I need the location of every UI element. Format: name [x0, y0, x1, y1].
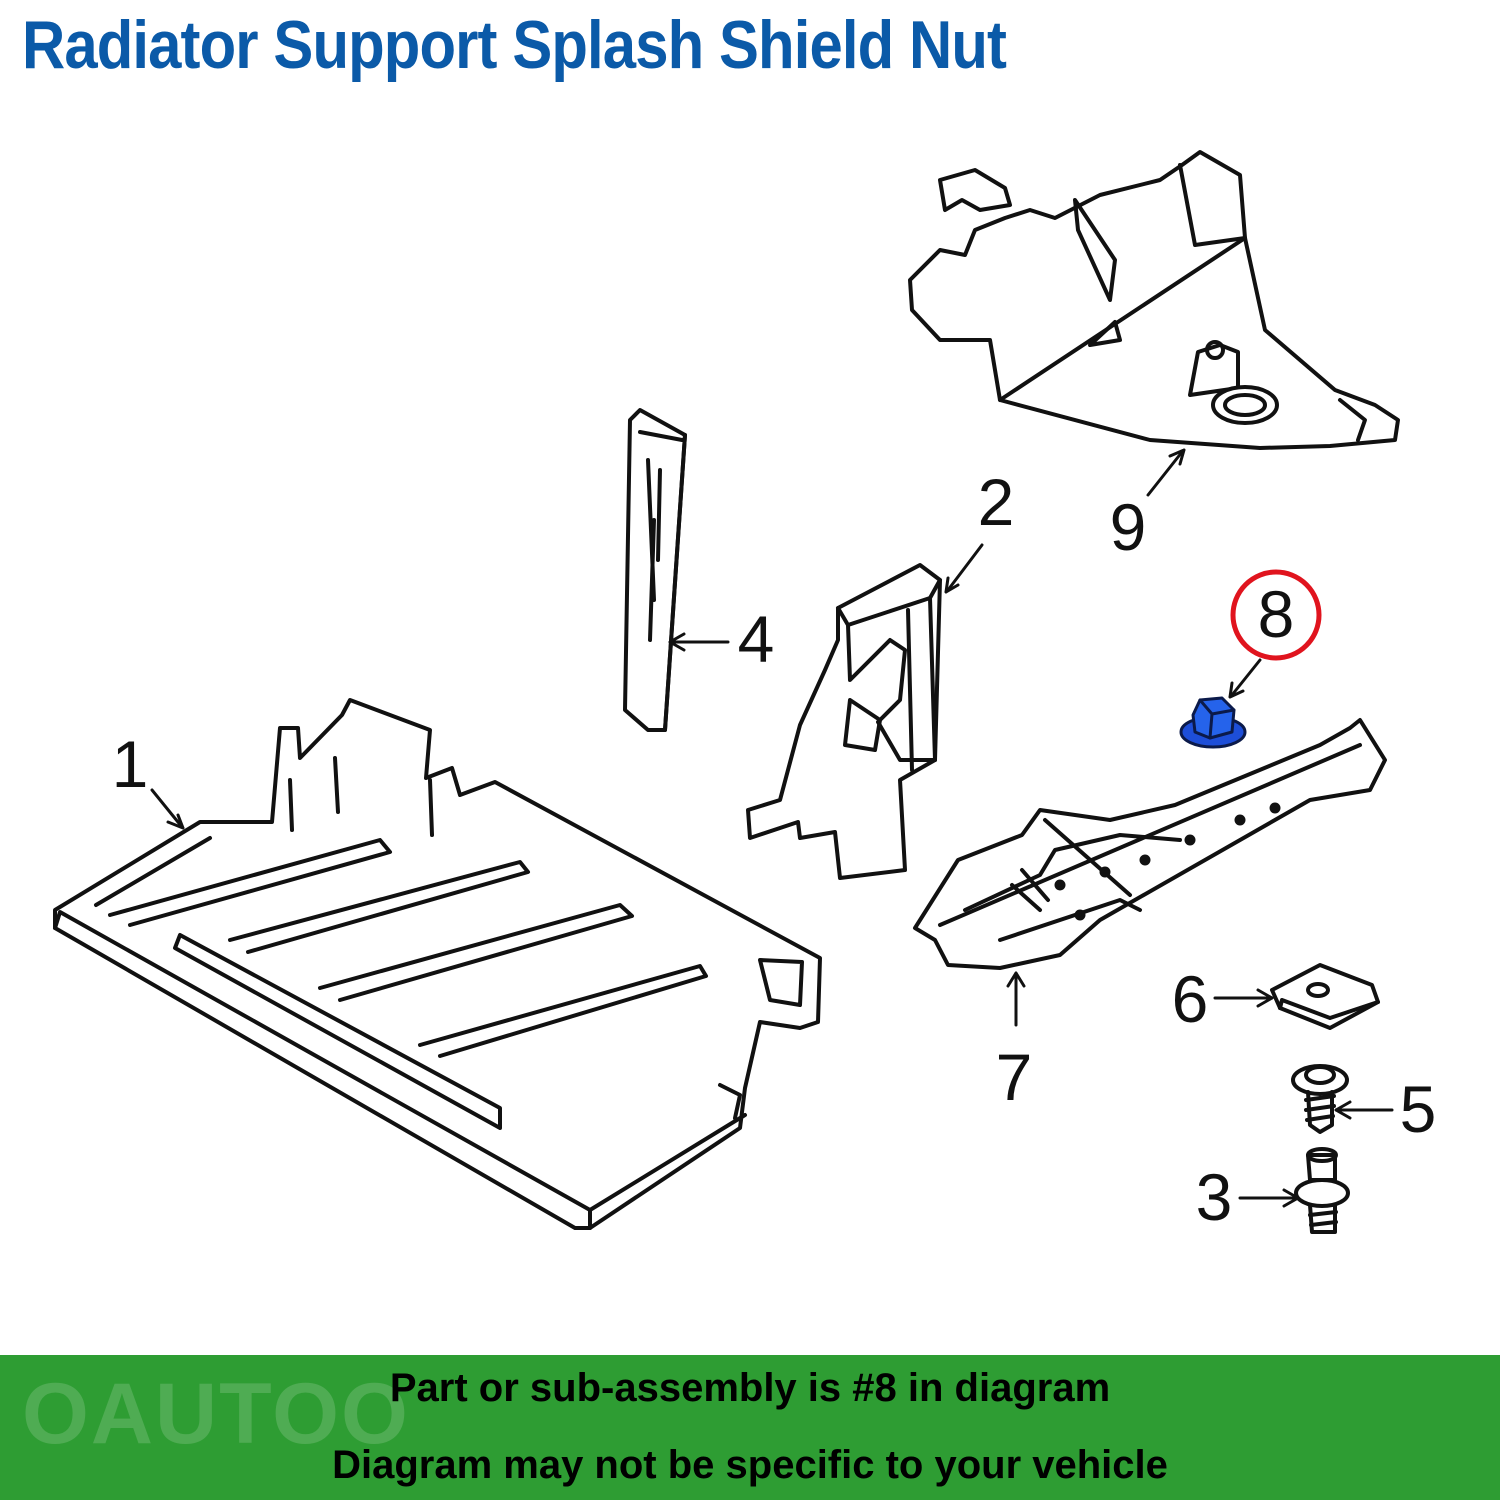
part-4-strip [623, 408, 687, 732]
callout-2: 2 [978, 465, 1015, 539]
parts-diagram: 1 2 3 4 5 6 7 8 9 [53, 150, 1437, 1234]
part-7-shield [913, 718, 1387, 970]
leader-arrows [150, 448, 1394, 1208]
page-title: Radiator Support Splash Shield Nut [22, 7, 1007, 83]
highlight-ring [1230, 569, 1322, 661]
footer-disclaimer: Diagram may not be specific to your vehi… [332, 1443, 1168, 1487]
part-8-nut [1179, 696, 1247, 749]
callout-6: 6 [1172, 962, 1209, 1036]
callout-1: 1 [112, 727, 149, 801]
callout-7: 7 [996, 1040, 1033, 1114]
part-3-rivet [1294, 1147, 1350, 1234]
footer-part-note: Part or sub-assembly is #8 in diagram [389, 1366, 1111, 1410]
part-5-screw [1291, 1064, 1349, 1134]
callout-numbers: 1 2 3 4 5 6 7 8 9 [112, 465, 1437, 1234]
callout-9: 9 [1110, 490, 1147, 564]
callout-3: 3 [1196, 1160, 1233, 1234]
brand-watermark: OAUTOO [22, 1366, 410, 1462]
callout-4: 4 [738, 602, 775, 676]
part-2-air-guide [746, 563, 942, 880]
part-9-deflector [908, 150, 1400, 450]
footer-banner: OAUTOO Part or sub-assembly is #8 in dia… [0, 1355, 1500, 1500]
part-6-clip [1270, 963, 1380, 1030]
callout-5: 5 [1400, 1072, 1437, 1146]
callout-8: 8 [1258, 577, 1295, 651]
part-1-splash-shield [53, 698, 822, 1230]
